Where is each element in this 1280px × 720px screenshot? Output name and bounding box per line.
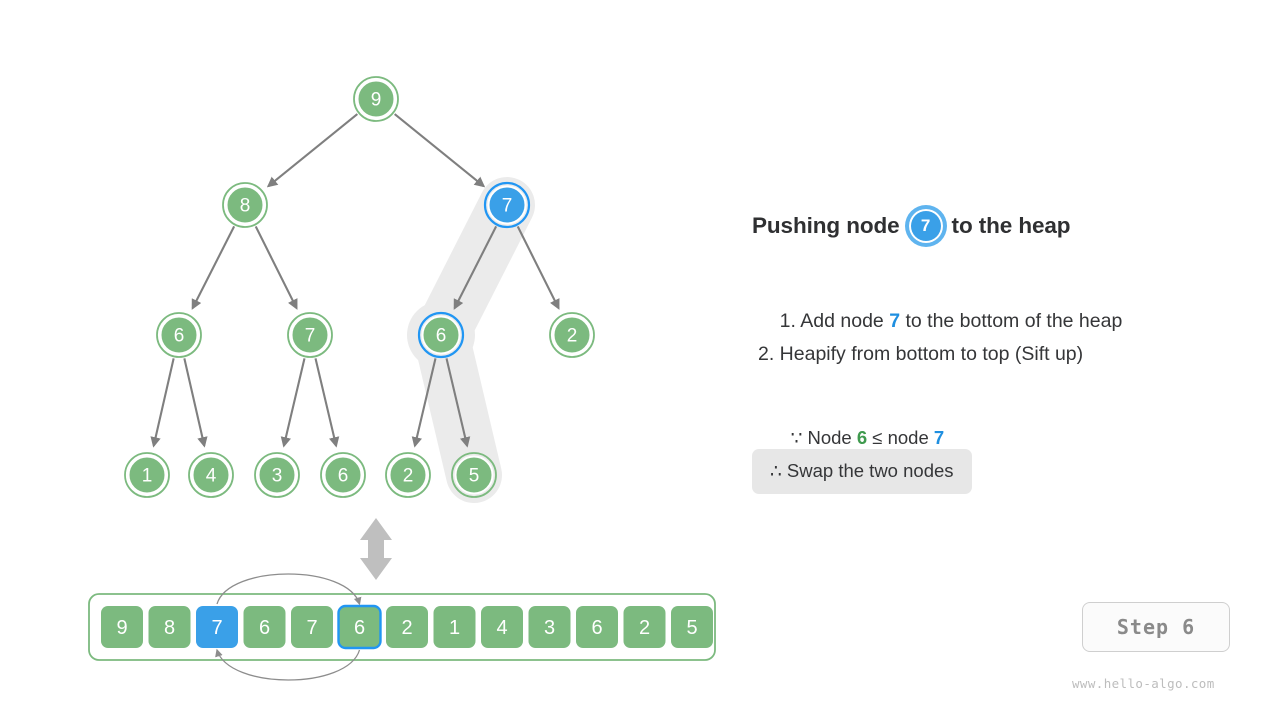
array-cell-value: 3: [544, 617, 555, 639]
explanation-panel: Pushing node 7 to the heap 1. Add node 7…: [752, 206, 1252, 246]
array-cell-value: 2: [639, 617, 650, 639]
array-cell: 6: [576, 606, 618, 648]
step-1-value: 7: [889, 310, 900, 332]
array-cell-value: 1: [449, 617, 460, 639]
page-title: Pushing node 7 to the heap: [752, 206, 1252, 246]
array-cells: 9 8 7 6 7 6 2 1 4 3 6 2 5: [101, 606, 713, 648]
array-cell-value: 4: [496, 617, 507, 639]
watermark-text: www.hello-algo.com: [1072, 676, 1215, 691]
title-suffix: to the heap: [952, 213, 1071, 239]
step-item-1: 1. Add node 7 to the bottom of the heap: [758, 292, 1122, 351]
title-prefix: Pushing node: [752, 213, 900, 239]
array-cell: 7: [291, 606, 333, 648]
array-cell: 4: [481, 606, 523, 648]
array-cell-value: 6: [259, 617, 270, 639]
array-cell: 6: [339, 606, 381, 648]
reason-prefix: ∵ Node: [791, 427, 857, 448]
array-cell-value: 6: [591, 617, 602, 639]
array-cell-value: 7: [306, 617, 317, 639]
array-cell-value: 7: [211, 617, 222, 639]
step-1-prefix: 1. Add node: [780, 310, 890, 332]
reason-left-value: 6: [857, 427, 867, 448]
step-1-suffix: to the bottom of the heap: [900, 310, 1122, 332]
array-cell: 1: [434, 606, 476, 648]
reason-right-value: 7: [934, 427, 944, 448]
swap-arrow-backward: [217, 650, 360, 680]
array-cell-value: 6: [354, 617, 365, 639]
step-indicator: Step 6: [1082, 602, 1230, 652]
array-graphic: 9 8 7 6 7 6 2 1 4 3 6 2 5: [0, 0, 740, 720]
heap-diagram-panel: 9 8 7 6 7 6 2 1 4 3 6 2 5 9 8 7 6 7 6 2 1 4 3 6 2 5: [0, 0, 740, 720]
reason-operator: ≤ node: [867, 427, 934, 448]
title-node-badge: 7: [909, 209, 943, 243]
step-item-2: 2. Heapify from bottom to top (Sift up): [758, 345, 1083, 365]
array-cell: 7: [196, 606, 238, 648]
array-cell: 2: [386, 606, 428, 648]
array-cell: 9: [101, 606, 143, 648]
array-cell: 8: [149, 606, 191, 648]
array-cell-value: 8: [164, 617, 175, 639]
array-cell-value: 2: [401, 617, 412, 639]
array-cell: 2: [624, 606, 666, 648]
tree-array-link-icon: [360, 518, 392, 580]
array-cell-value: 5: [686, 617, 697, 639]
array-cell: 5: [671, 606, 713, 648]
array-cell-value: 9: [116, 617, 127, 639]
array-cell: 3: [529, 606, 571, 648]
array-cell: 6: [244, 606, 286, 648]
conclusion-callout: ∴ Swap the two nodes: [752, 449, 972, 494]
swap-arrow-forward: [217, 574, 360, 604]
